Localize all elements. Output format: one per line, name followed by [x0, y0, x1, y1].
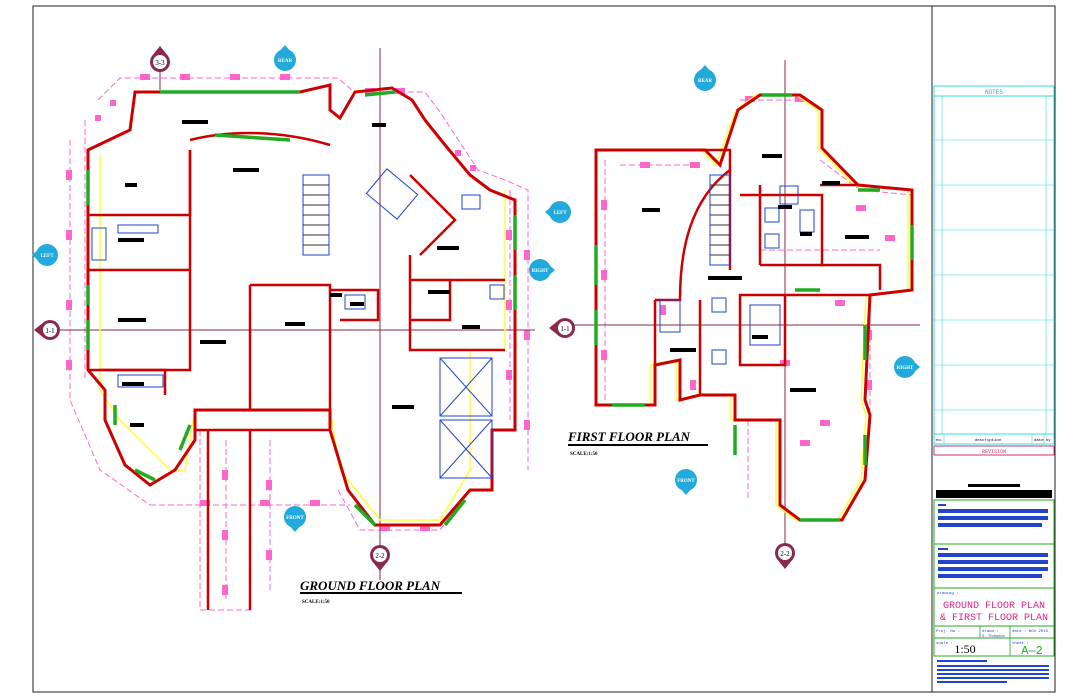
- svg-text:3-3: 3-3: [155, 59, 165, 67]
- elevation-marker-right-ground: RIGHT: [529, 259, 555, 281]
- section-marker-1-1-ground: 1-1: [34, 320, 60, 340]
- section-marker-1-1-first: 1-1: [549, 318, 575, 338]
- svg-text:LEFT: LEFT: [40, 254, 54, 259]
- title-block: NOTES no. description date by REVISION: [933, 85, 1055, 683]
- svg-text:REAR: REAR: [278, 59, 293, 64]
- section-marker-3-3: 3-3: [150, 46, 170, 72]
- svg-text:2-2: 2-2: [780, 550, 790, 558]
- first-fixtures: [659, 174, 815, 365]
- drawn-by-value: S. Thompson: [982, 634, 1005, 639]
- svg-text:RIGHT: RIGHT: [532, 269, 549, 274]
- svg-text:RIGHT: RIGHT: [897, 366, 914, 371]
- section-marker-2-2-first: 2-2: [775, 543, 795, 569]
- notes-box: [933, 85, 1055, 435]
- svg-text:FRONT: FRONT: [677, 479, 695, 484]
- svg-text:1-1: 1-1: [45, 327, 55, 335]
- ground-center-lines: [40, 48, 535, 580]
- drawing-title-line-1: GROUND FLOOR PLAN: [943, 601, 1045, 612]
- date-value: date : NOV 2015: [1012, 629, 1049, 634]
- first-room-tags: [642, 154, 869, 392]
- drawn-by-label: drawn :: [982, 629, 999, 634]
- elevation-marker-rear-first: REAR: [694, 65, 716, 91]
- revision-col-no: no.: [936, 439, 943, 443]
- svg-text:REAR: REAR: [698, 79, 713, 84]
- first-inner-wall: [595, 94, 909, 521]
- ground-dimension-lines: [69, 77, 529, 611]
- ground-floor-plan: GROUND FLOOR PLAN SCALE:1:50: [40, 48, 535, 611]
- ground-windows: [86, 90, 517, 527]
- section-marker-2-2-ground: 2-2: [370, 545, 390, 571]
- elevation-marker-right-first: RIGHT: [894, 356, 920, 378]
- first-plan-title: FIRST FLOOR PLAN: [567, 429, 691, 444]
- elevation-marker-front-ground: FRONT: [284, 506, 306, 532]
- notes-heading: NOTES: [985, 89, 1003, 96]
- revision-heading: REVISION: [982, 449, 1006, 455]
- drawing-label: drawing :: [937, 591, 959, 596]
- first-floor-plan: FIRST FLOOR PLAN SCALE:1:50: [555, 60, 920, 560]
- notes-grid: [934, 96, 1054, 434]
- client-text-lines: [938, 504, 1048, 527]
- scale-sheet-row: [933, 637, 1055, 657]
- scale-label: scale :: [936, 641, 953, 646]
- ground-plan-scale: SCALE:1:50: [302, 600, 330, 605]
- sheet-border: [32, 5, 1056, 693]
- svg-text:FRONT: FRONT: [286, 516, 304, 521]
- revision-col-by: by: [1046, 438, 1051, 443]
- ground-interior-walls: [88, 131, 505, 610]
- first-plan-scale: SCALE:1:50: [570, 452, 598, 457]
- svg-text:1-1: 1-1: [560, 325, 570, 333]
- sheet-number: A—2: [1021, 644, 1043, 658]
- elevation-marker-front-first: FRONT: [675, 469, 697, 495]
- ground-dimension-ticks: [66, 74, 530, 595]
- drawing-title-line-2: & FIRST FLOOR PLAN: [940, 613, 1048, 624]
- ground-room-tags: [118, 120, 480, 427]
- elevation-marker-left-first: LEFT: [545, 201, 571, 223]
- revision-col-description: description: [975, 438, 1002, 443]
- elevation-marker-left-ground: LEFT: [32, 244, 58, 266]
- elevation-marker-rear-ground: REAR: [274, 45, 296, 71]
- ground-inner-wall: [99, 155, 506, 521]
- svg-text:2-2: 2-2: [375, 552, 385, 560]
- sheet-label: sheet :: [1012, 641, 1029, 646]
- project-box: [933, 543, 1055, 589]
- general-notes-lines: [937, 660, 1049, 683]
- svg-text:LEFT: LEFT: [553, 211, 567, 216]
- firm-logo-bar: [936, 490, 1052, 498]
- revision-col-date: date: [1034, 438, 1044, 443]
- ground-fixtures: [91, 168, 505, 479]
- scale-value: 1:50: [954, 642, 975, 656]
- first-interior-walls: [653, 148, 882, 395]
- project-text-lines: [938, 548, 1048, 578]
- client-box: [933, 499, 1055, 545]
- project-number-label: Proj. No :: [936, 629, 960, 634]
- first-windows: [594, 93, 914, 522]
- ground-plan-title: GROUND FLOOR PLAN: [300, 578, 441, 593]
